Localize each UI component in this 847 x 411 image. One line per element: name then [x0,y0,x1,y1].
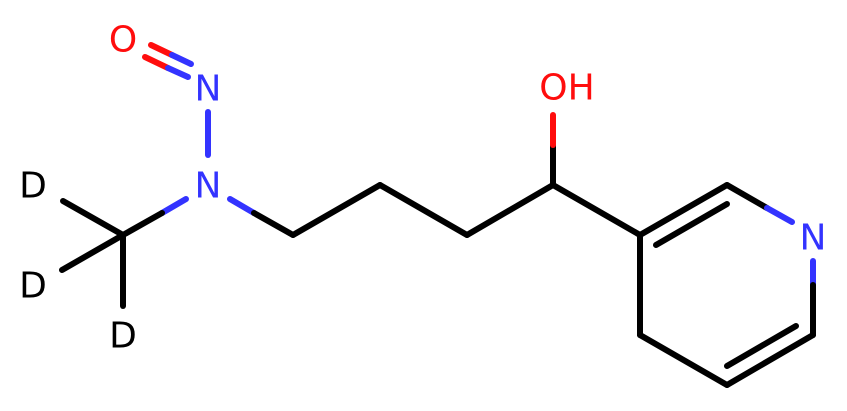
n-methyl-bond [120,196,189,238]
chain-bond-3 [464,182,556,238]
c-ring-bond [550,182,643,238]
atom-label-oxygen-nitroso: O [109,20,137,61]
n-chain-bond [227,196,296,238]
pyridine-ring [637,182,816,388]
atom-label-deuterium-2: D [19,266,47,307]
c-d-bond-1 [60,198,126,238]
atom-label-nitrogen-pyridine: N [800,218,827,259]
atom-label-deuterium-3: D [109,316,137,357]
atom-label-deuterium-1: D [19,166,47,207]
chain-bond-1 [290,182,383,238]
c-d-bond-2 [59,232,126,273]
chain-bond-2 [377,182,470,238]
atom-label-nitrogen-nitroso: N [195,69,222,110]
nitroso-double-bond [142,42,194,80]
atom-label-nitrogen-amine: N [195,166,222,207]
atom-label-hydroxyl: OH [539,68,594,109]
